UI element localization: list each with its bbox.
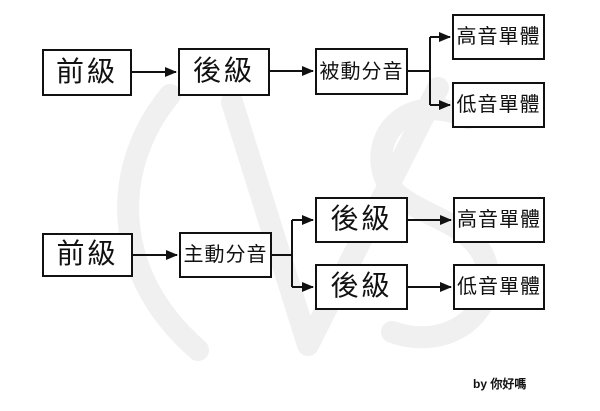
node-bottom-active-crossover: 主動分音 bbox=[179, 232, 272, 278]
node-top-woofer: 低音單體 bbox=[452, 82, 545, 128]
node-bottom-preamp: 前級 bbox=[42, 233, 133, 277]
node-top-preamp: 前級 bbox=[42, 49, 132, 96]
node-bottom-power-amp-low: 後級 bbox=[315, 264, 408, 310]
node-bottom-woofer: 低音單體 bbox=[453, 264, 545, 310]
node-bottom-tweeter: 高音單體 bbox=[453, 197, 545, 243]
node-top-tweeter: 高音單體 bbox=[452, 14, 545, 60]
node-bottom-power-amp-high: 後級 bbox=[315, 197, 408, 243]
node-top-passive-crossover: 被動分音 bbox=[315, 48, 408, 95]
credit-text: by 你好嗎 bbox=[473, 377, 527, 391]
node-top-power-amp: 後級 bbox=[178, 48, 270, 96]
